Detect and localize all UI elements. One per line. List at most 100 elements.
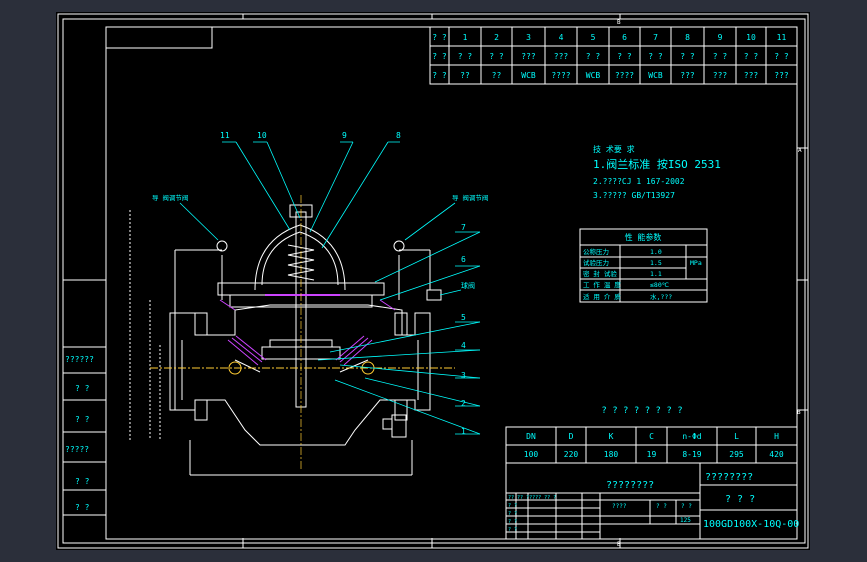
title-rev-3: ? ? [508, 511, 517, 517]
bom-cell: 9 [718, 33, 723, 42]
callout-3: 3 [461, 371, 466, 380]
callout-6: 6 [461, 255, 466, 264]
params-value: ≤80℃ [650, 281, 670, 289]
tech-req-item-1: 1.阀兰标准 按ISO 2531 [593, 157, 721, 171]
title-name-placeholder: ???????? [606, 480, 654, 491]
bom-cell: ??? [744, 71, 759, 80]
callout-1: 1 [461, 427, 466, 436]
params-table-text: 公称压力 1.0 试验压力 1.5 MPa 密 封 试验 1.1 工 作 温 度 ≤80℃ 适 用… [583, 247, 702, 301]
bom-cell: ???? [615, 71, 634, 80]
tech-req-title: 技 术要 求 [593, 144, 635, 154]
callout-labels: 11 10 9 8 7 6 5 4 3 2 1 导 阀调节阀 导 阀调节阀 球阀 [152, 131, 488, 436]
bom-cell: ??? [554, 52, 569, 61]
dim-value: 19 [647, 450, 657, 459]
frame-ticks [63, 14, 808, 548]
bom-cell: ? ? [774, 52, 789, 61]
params-label: 适 用 介 质 [583, 292, 621, 301]
bom-cell: 5 [591, 33, 596, 42]
dim-header: DN [526, 432, 536, 441]
callout-7: 7 [461, 223, 466, 232]
side-stamp-6: ? ? [75, 503, 90, 512]
params-label: 试验压力 [583, 258, 609, 267]
bom-cell: WCB [586, 71, 601, 80]
callout-9: 9 [342, 131, 347, 140]
side-stamp-5: ? ? [75, 477, 90, 486]
title-scale-2: ? ? [656, 503, 667, 510]
bom-cell: ?? [492, 71, 502, 80]
frame-letter-right-a: A [798, 147, 802, 154]
params-value: 1.5 [650, 259, 662, 267]
bom-cell: 11 [777, 33, 787, 42]
tech-req-item-2: 2.????CJ 1 167-2002 [593, 177, 685, 186]
bom-cell: 8 [685, 33, 690, 42]
bom-cell: ??? [680, 71, 695, 80]
bom-cell: WCB [521, 71, 536, 80]
params-label: 公称压力 [583, 247, 609, 256]
frame-letter-right-b: B [797, 409, 801, 416]
title-rev-1: ?? ?? ????? ?? ? [508, 495, 556, 501]
callout-4: 4 [461, 341, 466, 350]
callout-leaders [179, 141, 481, 435]
tech-req-item-3: 3.????? GB/T13927 [593, 191, 675, 200]
callout-left-valve: 导 阀调节阀 [152, 193, 188, 202]
bom-cell: 2 [494, 33, 499, 42]
valve-hatching [219, 294, 396, 366]
params-table-title: 性 能参数 [625, 232, 662, 242]
dim-header: D [569, 432, 574, 441]
bom-cell: ? ? [744, 52, 759, 61]
params-value: 1.0 [650, 248, 662, 256]
bom-cell: ? ? [680, 52, 695, 61]
title-block-text: ???????? ???????? ? ? ? ???? ? ? ? ? 125… [508, 472, 799, 533]
dim-value: 220 [564, 450, 579, 459]
title-rev-5: ? ? [508, 527, 517, 533]
bom-cell: ??? [521, 52, 536, 61]
bom-cell: ? ? [458, 52, 473, 61]
technical-requirements: 技 术要 求 1.阀兰标准 按ISO 2531 2.????CJ 1 167-2… [593, 144, 721, 200]
callout-11: 11 [220, 131, 230, 140]
title-scale-6: 125 [680, 517, 691, 524]
side-stamp-2: ? ? [75, 384, 90, 393]
dim-value: 180 [604, 450, 619, 459]
dim-header: C [649, 432, 654, 441]
title-scale-1: ???? [612, 503, 627, 510]
dim-table-caption: ? ? ? ? ? ? ? ? [601, 406, 682, 416]
bom-table-grid [429, 26, 798, 85]
title-block-grid [505, 462, 798, 540]
params-table-grid [579, 228, 708, 303]
drawing-number: 100GD100X-10Q-00 [703, 519, 799, 530]
bom-cell: ? ? [648, 52, 663, 61]
side-stamp-4: ????? [65, 445, 89, 454]
title-name-right: ???????? [705, 472, 753, 483]
dim-value: 100 [524, 450, 539, 459]
bom-cell: WCB [648, 71, 663, 80]
bom-cell: ??? [774, 71, 789, 80]
params-unit: MPa [690, 259, 702, 267]
dim-value: 420 [769, 450, 784, 459]
side-stamp-column [62, 346, 107, 516]
params-value: 1.1 [650, 270, 662, 278]
bom-cell: 6 [622, 33, 627, 42]
bom-cell: ???? [551, 71, 570, 80]
title-scale-3: ? ? [681, 503, 692, 510]
bom-cell: 7 [653, 33, 658, 42]
callout-2: 2 [461, 399, 466, 408]
params-label: 工 作 温 度 [583, 280, 621, 289]
bom-cell: ? ? [713, 52, 728, 61]
callout-5: 5 [461, 313, 466, 322]
side-stamp-labels: ?????? ? ? ? ? ????? ? ? ? ? [65, 355, 94, 512]
bom-cell: ? ? [586, 52, 601, 61]
bom-cell: 10 [746, 33, 756, 42]
title-name-right-2: ? ? ? [725, 494, 755, 505]
frame-letter-bottom: B [617, 541, 621, 548]
side-stamp-3: ? ? [75, 415, 90, 424]
inner-frame [62, 18, 806, 544]
bom-cell: ? ? [617, 52, 632, 61]
dim-header: L [734, 432, 739, 441]
params-label: 密 封 试验 [583, 269, 617, 278]
bom-cell: ??? [713, 71, 728, 80]
dim-table-grid [505, 426, 798, 464]
title-rev-2: ? ? [508, 503, 517, 509]
outer-frame [57, 13, 809, 549]
